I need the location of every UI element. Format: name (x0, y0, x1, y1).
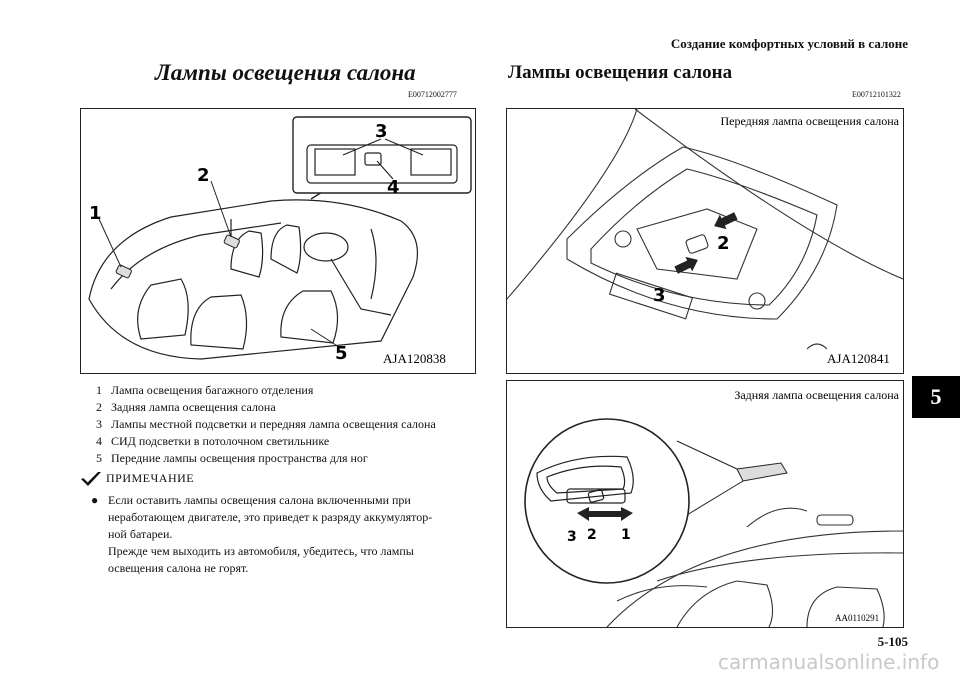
rear-lamp-caption: Задняя лампа освещения салона (734, 388, 899, 402)
chapter-tab: 5 (912, 376, 960, 418)
legend-item: 1 Лампа освещения багажного отделения (96, 383, 314, 397)
left-title: Лампы освещения салона (155, 60, 416, 85)
front-lamp-caption: Передняя лампа освещения салона (721, 114, 900, 128)
figure-code-2: AJA120841 (827, 351, 890, 366)
rear-lamp-drawing: 3 2 1 Задняя лампа освещения салона AA01… (524, 388, 903, 627)
left-section-code: E00712002777 (408, 90, 457, 99)
rear-callout-2: 2 (587, 527, 597, 543)
interior-lamps-figure: 1 2 3 4 5 AJA120838 (80, 108, 476, 374)
note-heading: ПРИМЕЧАНИЕ (106, 471, 195, 485)
page-number: 5-105 (877, 634, 908, 649)
legend-item: 4 СИД подсветки в потолочном светильнике (96, 434, 330, 448)
note-bullet: ● (91, 493, 99, 507)
callout-4: 4 (387, 177, 400, 198)
front-callout-2: 2 (717, 233, 730, 254)
legend-item: 5 Передние лампы освещения пространства … (96, 451, 368, 465)
checkmark-note-icon (81, 471, 101, 486)
section-header: Создание комфортных условий в салоне (670, 36, 908, 51)
front-lamp-drawing: 2 3 Передняя лампа освещения салона AJA1… (507, 109, 903, 366)
callout-2: 2 (197, 165, 210, 186)
legend-item: 2 Задняя лампа освещения салона (96, 400, 276, 414)
note-text: ● Если оставить лампы освещения салона в… (91, 493, 433, 575)
interior-drawing: 1 2 3 4 5 AJA120838 (88, 116, 472, 366)
right-section-code: E00712101322 (852, 90, 901, 99)
right-title: Лампы освещения салона (508, 62, 733, 83)
callout-3: 3 (375, 121, 388, 142)
rear-callout-3: 3 (567, 529, 577, 545)
legend-item: 3 Лампы местной подсветки и передняя лам… (96, 417, 436, 431)
rear-lamp-figure: 3 2 1 Задняя лампа освещения салона AA01… (506, 380, 904, 628)
callout-1: 1 (89, 203, 102, 224)
front-lamp-figure: 2 3 Передняя лампа освещения салона AJA1… (506, 108, 904, 374)
callout-5: 5 (335, 343, 348, 364)
rear-callout-1: 1 (621, 527, 631, 543)
figure-code-3: AA0110291 (835, 613, 879, 623)
figure-code-1: AJA120838 (383, 351, 446, 366)
watermark: carmanualsonline.info (718, 650, 940, 674)
note-block: ПРИМЕЧАНИЕ ● Если оставить лампы освещен… (80, 470, 480, 577)
legend-list: 1 Лампа освещения багажного отделения 2 … (96, 382, 436, 467)
front-callout-3: 3 (653, 285, 666, 306)
